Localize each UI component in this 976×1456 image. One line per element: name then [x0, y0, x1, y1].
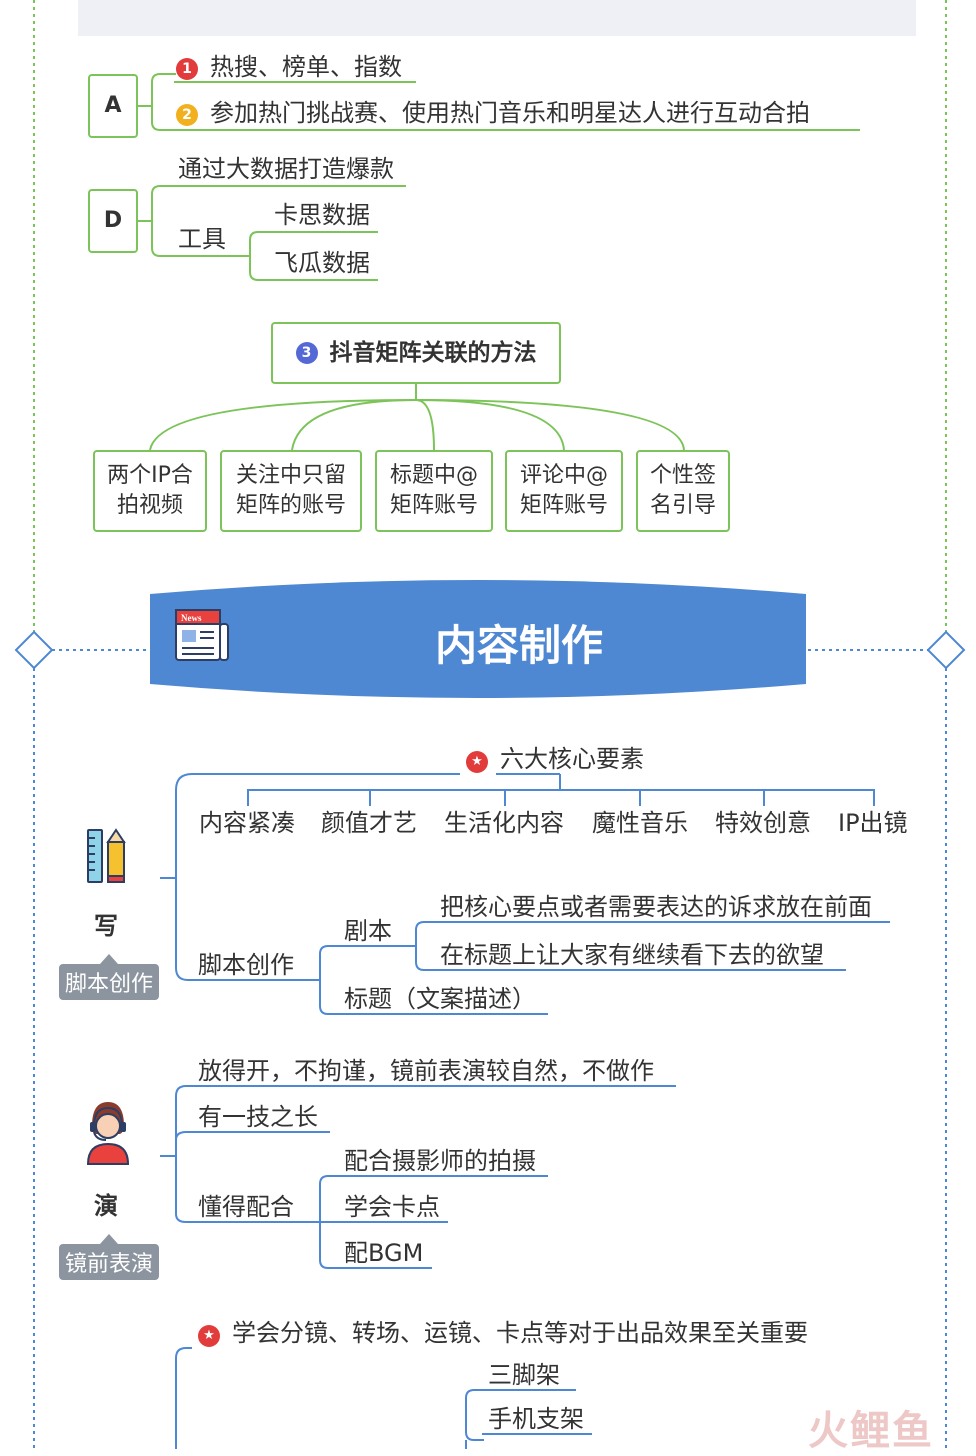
cooperate-item: 配合摄影师的拍摄	[344, 1147, 536, 1175]
act-char: 演	[94, 1192, 118, 1220]
badge-2-icon: 2	[176, 104, 198, 126]
watermark-logo: 火鲤鱼	[808, 1408, 934, 1454]
badge-3-icon: 3	[295, 342, 318, 364]
matrix-item: 标题中@矩阵账号	[375, 450, 493, 532]
write-char: 写	[94, 912, 118, 940]
juben-item: 把核心要点或者需要表达的诉求放在前面	[440, 893, 872, 921]
badge-1-icon: 1	[176, 58, 198, 80]
core-item: 魔性音乐	[592, 809, 688, 837]
core-item: 特效创意	[715, 809, 811, 837]
act-item: 有一技之长	[198, 1103, 318, 1131]
shoot-star-item: ★学会分镜、转场、运镜、卡点等对于出品效果至关重要	[198, 1318, 808, 1348]
star-icon: ★	[466, 751, 488, 773]
act-tag: 镜前表演	[59, 1234, 160, 1280]
matrix-item: 个性签名引导	[636, 450, 730, 532]
matrix-item: 两个IP合拍视频	[93, 450, 207, 532]
core-item: 颜值才艺	[321, 809, 417, 837]
core-item: 内容紧凑	[199, 809, 295, 837]
script-node: 脚本创作	[198, 951, 294, 979]
star-icon: ★	[198, 1325, 220, 1347]
cooperate-item: 配BGM	[344, 1239, 424, 1267]
banner-title: 内容制作	[435, 621, 604, 670]
tool-kasi: 卡思数据	[274, 201, 370, 229]
tool-feigua: 飞瓜数据	[274, 249, 370, 277]
juben-item: 在标题上让大家有继续看下去的欲望	[440, 941, 824, 969]
d-item-tools: 工具	[178, 225, 226, 253]
shoot-item: 手机支架	[488, 1405, 584, 1433]
node-a: A	[88, 74, 138, 138]
cooperate-item: 学会卡点	[344, 1193, 440, 1221]
node-d: D	[88, 189, 138, 253]
core-item: 生活化内容	[444, 809, 564, 837]
shoot-item: 三脚架	[488, 1361, 560, 1389]
actor-headset-icon	[84, 1100, 132, 1166]
act-item: 放得开，不拘谨，镜前表演较自然，不做作	[198, 1057, 654, 1085]
core-title: ★六大核心要素	[466, 744, 644, 774]
juben-node: 剧本	[344, 917, 392, 945]
title-node: 标题（文案描述）	[344, 985, 536, 1013]
write-tag: 脚本创作	[59, 954, 160, 1000]
ruler-pencil-icon	[86, 828, 134, 886]
news-icon: News	[172, 608, 232, 664]
section-banner	[150, 580, 806, 698]
cooperate-node: 懂得配合	[198, 1193, 294, 1221]
matrix-item: 关注中只留矩阵的账号	[220, 450, 362, 532]
matrix-item: 评论中@矩阵账号	[505, 450, 623, 532]
svg-text:News: News	[181, 613, 202, 623]
core-item: IP出镜	[838, 809, 908, 837]
d-item-bigdata: 通过大数据打造爆款	[178, 155, 394, 183]
